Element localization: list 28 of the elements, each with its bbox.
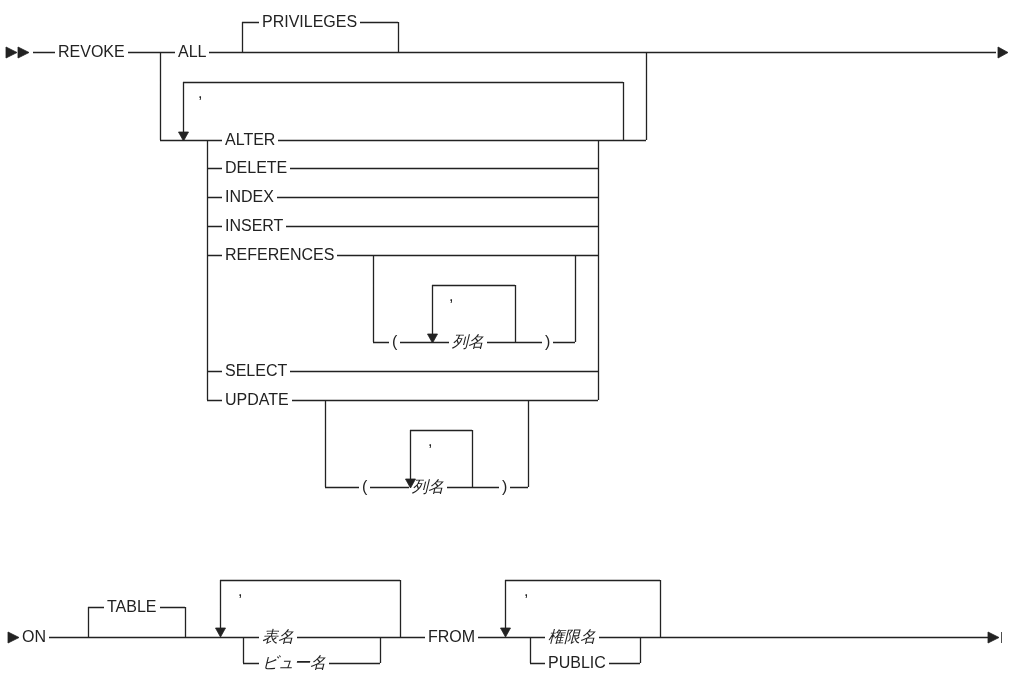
- keyword-label: UPDATE: [225, 391, 289, 409]
- parenthesis-label: (: [392, 333, 398, 351]
- parenthesis-label: ): [545, 333, 551, 351]
- keyword-label: PUBLIC: [548, 654, 606, 672]
- repeat-separator: ,: [428, 432, 433, 450]
- keyword-label: REVOKE: [58, 43, 125, 61]
- keyword-label: INSERT: [225, 217, 284, 235]
- keyword-label: INDEX: [225, 188, 274, 206]
- keyword-label: ALL: [178, 43, 207, 61]
- keyword-label: PRIVILEGES: [262, 13, 358, 31]
- variable-label: 列名: [412, 478, 444, 496]
- keyword-label: FROM: [428, 628, 476, 646]
- keyword-label: ALTER: [225, 131, 276, 149]
- keyword-label: ON: [22, 628, 46, 646]
- variable-label: 権限名: [548, 628, 596, 646]
- keyword-label: DELETE: [225, 159, 288, 177]
- parenthesis-label: (: [362, 478, 368, 496]
- keyword-label: SELECT: [225, 362, 288, 380]
- variable-label: ビュー名: [262, 654, 326, 672]
- keyword-label: TABLE: [107, 598, 157, 616]
- repeat-separator: ,: [238, 582, 243, 600]
- keyword-label: REFERENCES: [225, 246, 335, 264]
- variable-label: 表名: [262, 628, 294, 646]
- repeat-separator: ,: [449, 287, 454, 305]
- parenthesis-label: ): [502, 478, 508, 496]
- repeat-separator: ,: [198, 84, 203, 102]
- variable-label: 列名: [452, 333, 484, 351]
- repeat-separator: ,: [524, 582, 529, 600]
